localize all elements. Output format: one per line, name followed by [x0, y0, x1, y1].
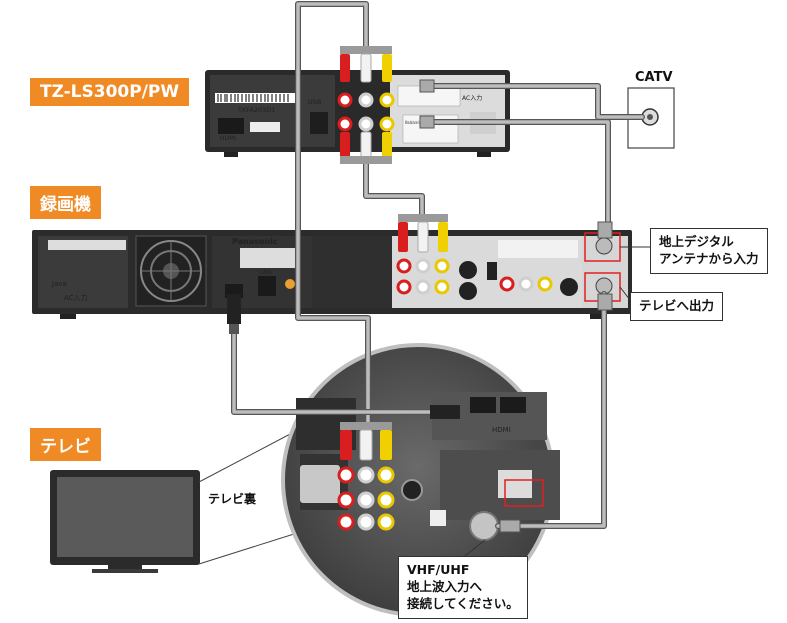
tv-rf-port: [469, 511, 499, 541]
cables: [231, 1, 645, 529]
tv-label: テレビ: [30, 428, 101, 461]
tuner-barcode: [217, 94, 289, 102]
vhf-line1: VHF/UHF: [407, 562, 470, 577]
rca-plugs-tuner-bottom: [340, 131, 392, 164]
tv-rf-highlight: [504, 479, 544, 507]
recorder-java-label: Java: [51, 280, 67, 288]
recorder-rf-in: [595, 237, 613, 255]
to-tv-callout: テレビへ出力: [630, 292, 724, 321]
tuner-hdmi-port: [218, 118, 244, 134]
hdmi-plug-tv: [430, 405, 470, 419]
vhf-line2: 地上波入力へ: [407, 578, 483, 594]
recorder-av-jacks: [396, 258, 578, 300]
tuner-serial: TKFA203D1: [237, 106, 275, 114]
recorder-ac-label: AC入力: [64, 293, 88, 302]
tuner-ac-label: AC入力: [462, 94, 482, 102]
rca-plugs-recorder: [398, 214, 448, 253]
rca-plugs-tv: [340, 422, 392, 461]
digital-antenna-callout: 地上デジタル アンテナから入力: [650, 228, 768, 274]
vhf-callout: VHF/UHF 地上波入力へ 接続してください。: [398, 556, 528, 619]
tuner-av-jacks: [337, 92, 395, 132]
vhf-line3: 接続してください。: [407, 595, 519, 611]
rf-connectors: [419, 79, 613, 533]
catv-wall-outlet: [627, 87, 675, 149]
leader-to-tv: [619, 286, 631, 301]
recorder-label: 録画機: [30, 186, 101, 219]
hdmi-plug-recorder: [227, 294, 241, 334]
zoom-line-bottom: [198, 533, 295, 565]
recorder-device: Java AC入力 Panasonic LAN: [32, 230, 632, 319]
tuner-hdmi-label: HDMI: [220, 135, 236, 142]
tv-hdmi-label: HDMI: [492, 426, 511, 434]
recorder-lan-label: LAN: [259, 269, 271, 276]
recorder-lan-port: [258, 276, 276, 296]
tv-back-label: テレビ裏: [208, 492, 257, 506]
recorder-fan: [135, 235, 207, 307]
catv-label: CATV: [635, 70, 673, 85]
tuner-usb-label: USB: [308, 98, 321, 106]
tuner-lan-port: [310, 112, 328, 134]
rca-plugs-tuner-top: [340, 46, 392, 83]
digital-antenna-line1: 地上デジタル: [659, 234, 734, 249]
recorder-brand: Panasonic: [232, 237, 278, 246]
tv-icon: [50, 470, 200, 573]
zoom-line-top: [198, 431, 295, 483]
tuner-model-label: TZ-LS300P/PW: [30, 78, 190, 106]
tv-av-jacks: [337, 466, 446, 531]
digital-antenna-line2: アンテナから入力: [659, 250, 759, 266]
